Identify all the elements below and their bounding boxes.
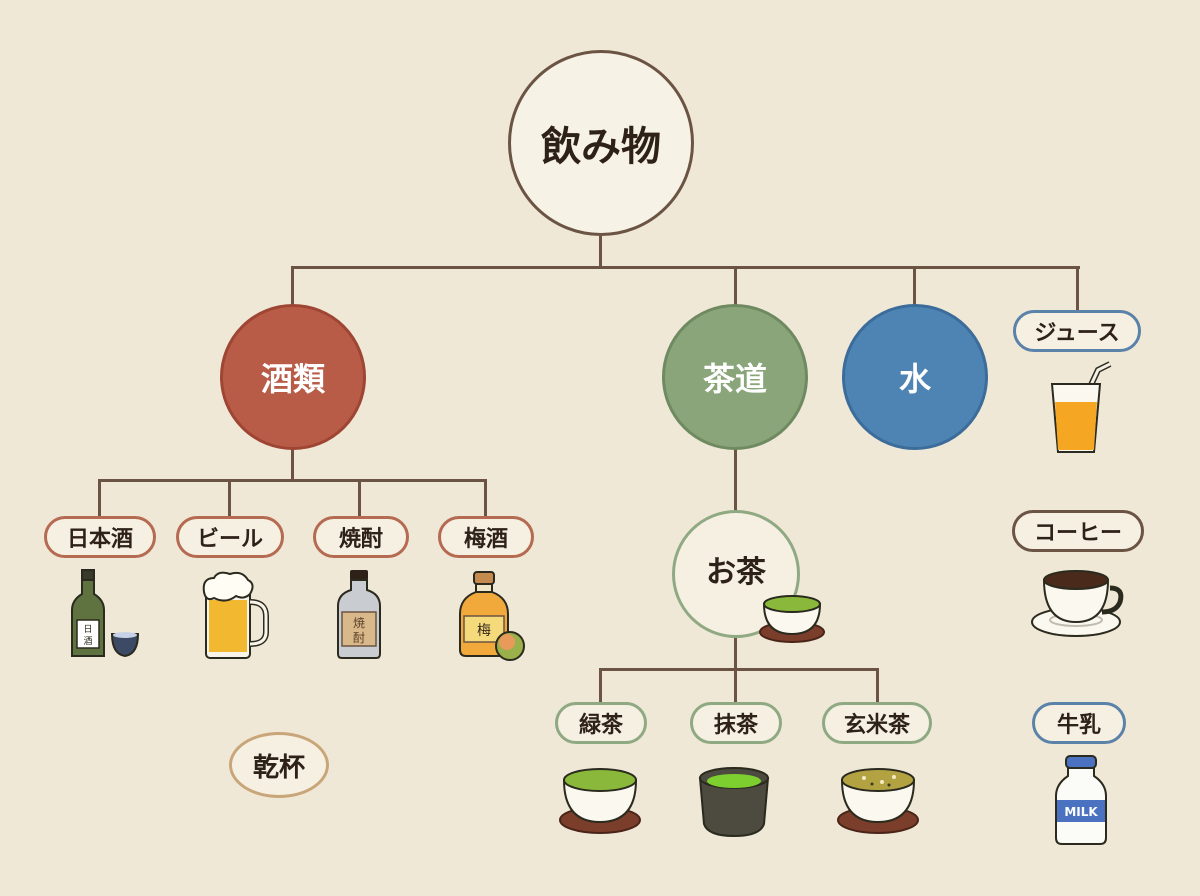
connector bbox=[291, 444, 294, 480]
connector bbox=[599, 236, 602, 268]
root-node[interactable]: 飲み物 bbox=[508, 50, 694, 236]
category-water[interactable]: 水 bbox=[842, 304, 988, 450]
connector bbox=[291, 266, 1080, 269]
umeshu-bottle-icon: 梅 bbox=[459, 571, 525, 661]
item-label: 焼酎 bbox=[338, 527, 383, 552]
item-milk[interactable]: 牛乳 bbox=[1032, 702, 1126, 744]
connector bbox=[734, 266, 737, 306]
shochu-bottle-icon: 焼 酎 bbox=[337, 570, 381, 659]
connector bbox=[734, 636, 737, 670]
milk-label: MILK bbox=[1064, 805, 1098, 819]
connector bbox=[599, 668, 878, 671]
category-alcohol[interactable]: 酒類 bbox=[220, 304, 366, 450]
item-label: ジュース bbox=[1034, 321, 1120, 346]
green-tea-cup-icon bbox=[559, 768, 641, 834]
connector bbox=[484, 479, 487, 517]
connector bbox=[1076, 266, 1079, 312]
umeshu-label: 梅 bbox=[477, 623, 491, 639]
item-shochu[interactable]: 焼酎 bbox=[313, 516, 409, 558]
toast-text: 乾杯 bbox=[252, 752, 305, 783]
connector bbox=[913, 266, 916, 306]
category-alcohol-label: 酒類 bbox=[260, 360, 325, 398]
item-coffee[interactable]: コーヒー bbox=[1012, 510, 1144, 552]
toast-label[interactable]: 乾杯 bbox=[229, 732, 329, 798]
shochu-label-bottom: 酎 bbox=[353, 630, 365, 645]
item-genmaicha[interactable]: 玄米茶 bbox=[822, 702, 932, 744]
item-label: 牛乳 bbox=[1056, 713, 1101, 738]
connector bbox=[599, 668, 602, 704]
connector bbox=[98, 479, 487, 482]
connector bbox=[358, 479, 361, 517]
root-label: 飲み物 bbox=[541, 124, 661, 170]
item-label: ビール bbox=[196, 527, 263, 552]
connector bbox=[734, 444, 737, 512]
connector bbox=[734, 668, 737, 704]
category-tea[interactable]: 茶道 bbox=[662, 304, 808, 450]
item-label: 玄米茶 bbox=[843, 713, 910, 738]
matcha-bowl-icon bbox=[698, 767, 770, 838]
item-umeshu[interactable]: 梅酒 bbox=[438, 516, 534, 558]
item-label: 緑茶 bbox=[578, 713, 623, 738]
item-ryokucha[interactable]: 緑茶 bbox=[555, 702, 647, 744]
shochu-label-top: 焼 bbox=[353, 616, 365, 630]
item-label: 梅酒 bbox=[463, 527, 508, 552]
sake-label-bottom: 酒 bbox=[83, 636, 92, 647]
green-tea-cup-icon bbox=[759, 595, 825, 643]
sake-bottle-icon: 日 酒 bbox=[71, 569, 140, 658]
connector bbox=[98, 479, 101, 517]
juice-glass-icon bbox=[1050, 361, 1112, 453]
category-tea-label: 茶道 bbox=[702, 360, 767, 398]
coffee-cup-icon bbox=[1031, 570, 1124, 637]
item-label: コーヒー bbox=[1033, 521, 1122, 546]
sake-label-top: 日 bbox=[83, 624, 92, 635]
item-label: 抹茶 bbox=[713, 713, 758, 738]
item-label: 日本酒 bbox=[66, 527, 133, 552]
connector bbox=[291, 266, 294, 306]
connector bbox=[228, 479, 231, 517]
connector bbox=[876, 668, 879, 704]
genmaicha-cup-icon bbox=[837, 768, 919, 834]
subcategory-ocha-label: お茶 bbox=[706, 555, 766, 590]
category-water-label: 水 bbox=[898, 360, 931, 398]
item-beer[interactable]: ビール bbox=[176, 516, 284, 558]
beer-mug-icon bbox=[202, 571, 269, 659]
milk-bottle-icon: MILK bbox=[1055, 755, 1107, 845]
item-juice[interactable]: ジュース bbox=[1013, 310, 1141, 352]
item-matcha[interactable]: 抹茶 bbox=[690, 702, 782, 744]
item-nihonshu[interactable]: 日本酒 bbox=[44, 516, 156, 558]
subcategory-ocha[interactable]: お茶 bbox=[672, 510, 800, 638]
